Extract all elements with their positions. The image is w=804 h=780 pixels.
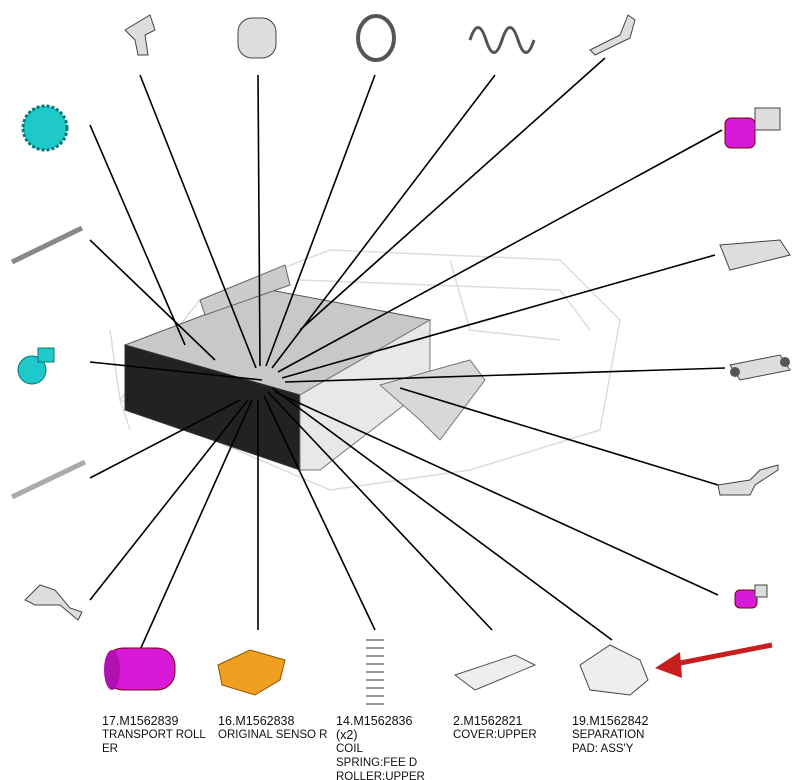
part-bracket-top[interactable]	[124, 14, 156, 56]
red-arrow-icon	[655, 642, 773, 678]
part-original-sensor[interactable]	[217, 649, 286, 696]
part-holder-right[interactable]	[719, 239, 791, 271]
part-transport-roller[interactable]	[104, 647, 176, 691]
part-shaft[interactable]	[10, 225, 84, 265]
part-cam-top[interactable]	[237, 17, 277, 59]
part-lever-top[interactable]	[589, 14, 636, 56]
leader-lines	[89, 57, 726, 651]
label-transport-roller: 17.M1562839 TRANSPORT ROLL ER	[102, 714, 206, 755]
part-rod[interactable]	[10, 459, 87, 500]
part-separation-pad[interactable]	[579, 644, 649, 696]
part-spring-top[interactable]	[468, 26, 536, 54]
part-cover-upper[interactable]	[453, 654, 537, 691]
label-cover-upper: 2.M1562821 COVER:UPPER	[453, 714, 537, 741]
part-ring[interactable]	[356, 14, 396, 62]
part-small-roller-magenta[interactable]	[734, 584, 768, 609]
label-separation-pad: 19.M1562842 SEPARATION PAD: ASS'Y	[572, 714, 649, 755]
part-coil-spring[interactable]	[366, 639, 384, 705]
label-coil-spring: 14.M1562836 (x2) COIL SPRING:FEE D ROLLE…	[336, 714, 425, 780]
part-roller-magenta-right[interactable]	[724, 107, 781, 149]
part-gear-cyan[interactable]	[21, 104, 69, 152]
part-small-gear-cyan[interactable]	[17, 347, 55, 385]
part-hook-lever[interactable]	[24, 584, 83, 621]
label-original-sensor: 16.M1562838 ORIGINAL SENSO R	[218, 714, 328, 741]
part-pad-right[interactable]	[717, 464, 779, 496]
feeder-cover	[123, 264, 486, 471]
part-roller-assy-right[interactable]	[729, 354, 791, 381]
